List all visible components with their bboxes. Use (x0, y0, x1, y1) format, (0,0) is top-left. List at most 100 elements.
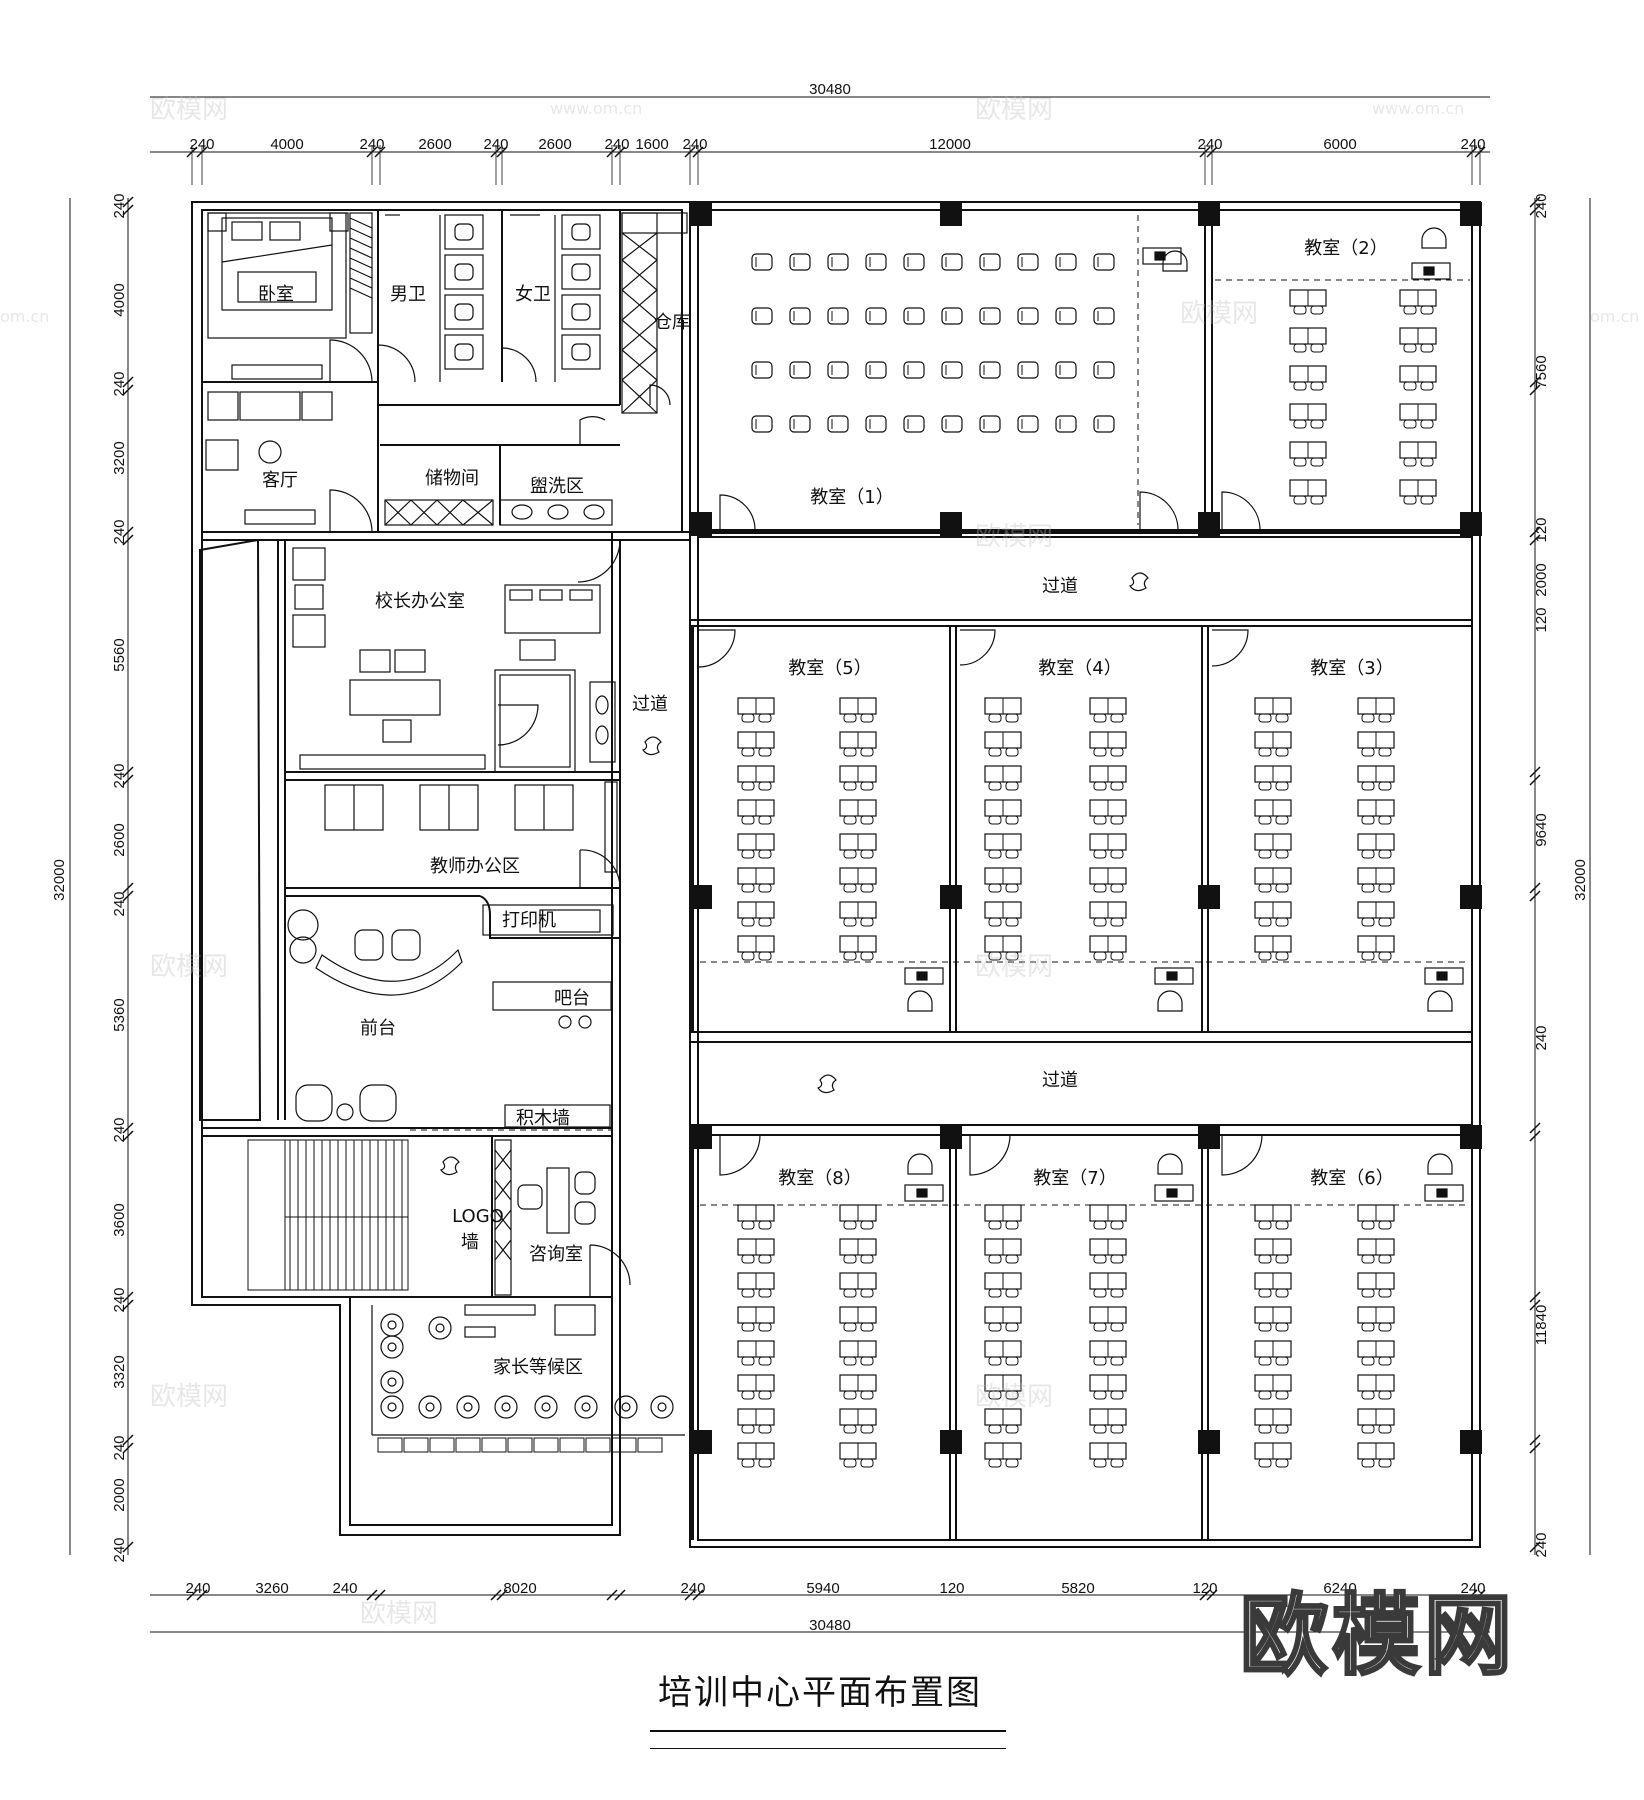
dimension-label: 3600 (111, 1203, 128, 1236)
staircase (247, 1139, 409, 1291)
reception-furniture (287, 904, 614, 1122)
brand-logo: 欧模网 (1238, 1583, 1517, 1689)
dimension-label: 240 (1533, 193, 1550, 218)
top-total-dimension: 30480 (809, 81, 851, 98)
stair-treads (289, 1140, 403, 1290)
label-classroom-2: 教室（2） (1304, 238, 1387, 259)
dimension-label: 120 (1533, 517, 1550, 542)
bottom-dimension-lines (150, 1594, 1490, 1633)
dimension-label: 3260 (255, 1580, 288, 1597)
principal-office-furniture (292, 547, 616, 773)
dimension-label: 2600 (418, 136, 451, 153)
left-dimension-labels: 2404000240320024055602402600240536024036… (111, 193, 128, 1562)
door-swings (329, 339, 1263, 1297)
room-labels: 卧室 男卫 女卫 仓库 客厅 储物间 盥洗区 校长办公室 过道 教师办公区 打印… (258, 238, 1394, 1378)
parent-waiting-furniture (371, 1304, 685, 1436)
dimension-ticks (122, 145, 1541, 1601)
label-teacher-office: 教师办公区 (430, 856, 520, 877)
watermark-text: 欧模网 (975, 95, 1053, 125)
dimension-label: 12000 (929, 136, 971, 153)
dimension-label: 5940 (806, 1580, 839, 1597)
dimension-label: 5820 (1061, 1580, 1094, 1597)
label-parent-waiting: 家长等候区 (493, 1357, 583, 1378)
dimension-label: 240 (332, 1580, 357, 1597)
label-mens-toilet: 男卫 (390, 284, 426, 305)
watermark-text: 欧模网 (150, 95, 228, 125)
dimension-label: 6000 (1323, 136, 1356, 153)
label-logo-wall-line1: LOGO (452, 1206, 504, 1227)
bottom-total-dimension: 30480 (809, 1617, 851, 1634)
dimension-label: 2000 (1533, 563, 1550, 596)
dimension-label: 120 (1533, 607, 1550, 632)
dimension-label: 240 (359, 136, 384, 153)
dimension-label: 3320 (111, 1355, 128, 1388)
watermark-text: 欧模网 (1180, 299, 1258, 329)
title-underline-thin (650, 1748, 1006, 1749)
watermarks: 欧模网 欧模网 www.om.cn www.om.cn 欧模网 欧模网 欧模网 … (0, 95, 1639, 1629)
label-corridor-1: 过道 (1042, 576, 1078, 597)
thick-walls (690, 530, 1472, 1540)
teacher-desks (904, 227, 1464, 1202)
dimension-label: 2000 (111, 1478, 128, 1511)
top-dimension-lines (150, 96, 1490, 153)
storage-and-wash-fixtures (384, 499, 613, 526)
label-block-wall: 积木墙 (516, 1108, 570, 1129)
label-reception: 前台 (360, 1018, 396, 1039)
watermark-text: www.om.cn (1372, 99, 1464, 118)
dimension-label: 5560 (111, 638, 128, 671)
dimension-label: 5360 (111, 998, 128, 1031)
right-dimension-lines (1534, 198, 1591, 1555)
classroom-desks (737, 289, 1437, 1468)
dimension-label: 9640 (1533, 813, 1550, 846)
right-total-dimension: 32000 (1572, 859, 1589, 901)
dimension-label: 240 (111, 1537, 128, 1562)
label-classroom-6: 教室（6） (1310, 1168, 1393, 1189)
dimension-label: 240 (1197, 136, 1222, 153)
dimension-label: 120 (1192, 1580, 1217, 1597)
watermark-text: 欧模网 (975, 522, 1053, 552)
person-symbols (440, 572, 1149, 1176)
walls (191, 201, 1481, 1548)
dimension-label: 240 (1533, 1532, 1550, 1557)
dimension-label: 240 (1460, 136, 1485, 153)
label-classroom-7: 教室（7） (1033, 1168, 1116, 1189)
dimension-label: 240 (111, 519, 128, 544)
label-classroom-8: 教室（8） (778, 1168, 861, 1189)
label-consult-room: 咨询室 (529, 1244, 583, 1265)
watermark-text: om.cn (1590, 307, 1639, 326)
label-logo-wall-line2: 墙 (461, 1232, 479, 1253)
dimension-label: 240 (189, 136, 214, 153)
label-classroom-3: 教室（3） (1310, 658, 1393, 679)
dimension-label: 6240 (1323, 1580, 1356, 1597)
dimension-label: 4000 (111, 283, 128, 316)
dimension-label: 240 (1460, 1580, 1485, 1597)
watermark-text: 欧模网 (150, 1382, 228, 1412)
label-classroom-5: 教室（5） (788, 658, 871, 679)
dimension-label: 2600 (538, 136, 571, 153)
teacher-office-desks (324, 781, 618, 873)
watermark-text: www.om.cn (550, 99, 642, 118)
label-storage: 储物间 (425, 468, 479, 489)
classroom-1-seats (751, 253, 1115, 433)
left-dimension-lines (69, 198, 129, 1555)
watermark-text: 欧模网 (975, 952, 1053, 982)
title-underline (650, 1730, 1006, 1732)
label-warehouse: 仓库 (654, 312, 690, 333)
dimension-label: 240 (185, 1580, 210, 1597)
living-room-furniture (205, 391, 333, 525)
dashed-lines (410, 215, 1470, 1206)
dimension-label: 3200 (111, 441, 128, 474)
watermark-text: om.cn (0, 307, 49, 326)
dimension-label: 240 (682, 136, 707, 153)
label-living-room: 客厅 (262, 470, 298, 491)
waiting-stools (380, 1313, 674, 1419)
dimension-label: 240 (111, 891, 128, 916)
label-corridor-2: 过道 (1042, 1070, 1078, 1091)
dimension-label: 240 (111, 371, 128, 396)
label-washroom: 盥洗区 (530, 476, 584, 497)
dimension-label: 240 (111, 193, 128, 218)
